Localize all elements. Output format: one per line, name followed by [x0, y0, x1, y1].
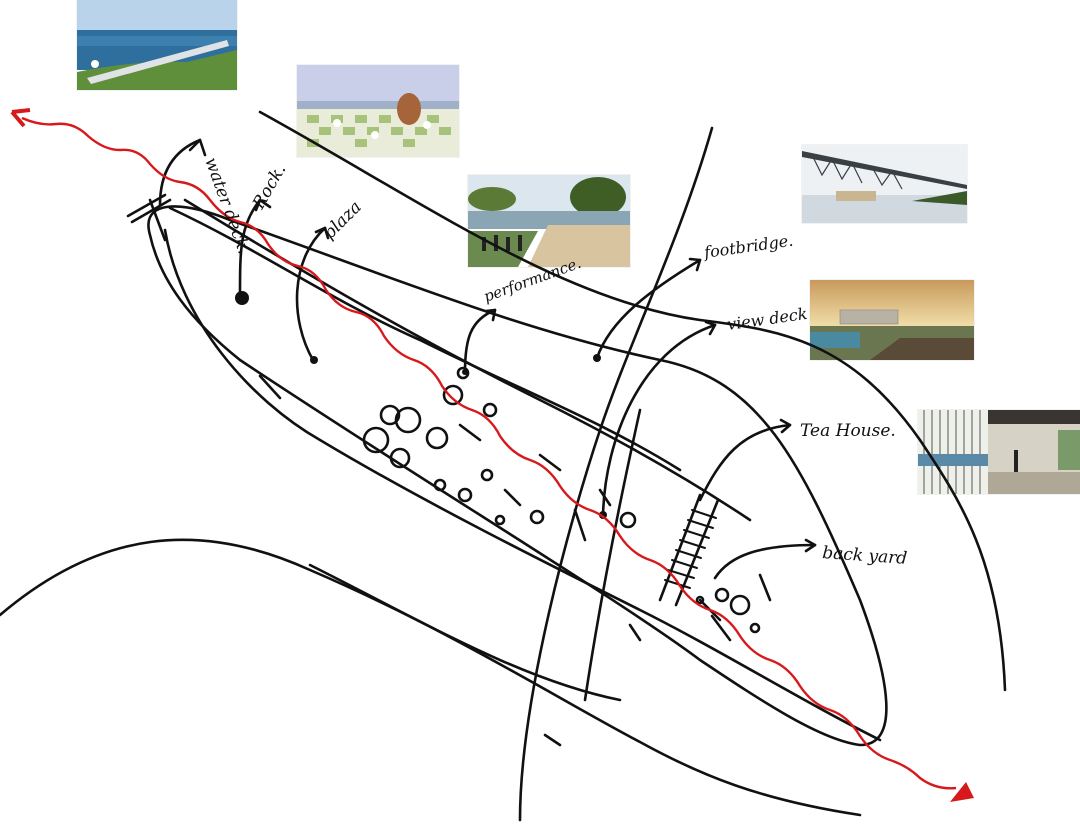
- route-arrow-end: [950, 782, 974, 802]
- river-bank-near: [0, 538, 862, 817]
- route-line: [21, 116, 957, 790]
- footbridge-line: [518, 126, 714, 822]
- tea-house-leader: [698, 423, 792, 502]
- label-footbridge: footbridge.: [702, 231, 794, 262]
- label-plaza: plaza: [319, 197, 365, 243]
- footbridge-leader: [595, 258, 702, 360]
- water-deck-photo: [77, 0, 237, 90]
- footbridge-line-2: [583, 408, 642, 702]
- label-tea-house: Tea House.: [800, 421, 896, 441]
- label-rock: Rock.: [249, 161, 291, 214]
- path-line-1: [168, 206, 682, 472]
- water-deck-leader: [158, 138, 202, 207]
- back-yard-leader: [713, 543, 817, 580]
- plaza-leader: [295, 226, 327, 362]
- footbridge-photo: [802, 145, 967, 223]
- label-water-deck: water deck.: [200, 155, 253, 257]
- curve-path: [308, 563, 622, 702]
- view-deck-photo: [810, 280, 974, 360]
- inner-bank: [163, 228, 882, 742]
- label-back-yard: back yard: [822, 543, 908, 569]
- route-arrow-start: [10, 108, 31, 128]
- river-bank-far: [258, 110, 1007, 692]
- plaza-photo: [297, 65, 459, 157]
- rock-leader: [238, 198, 262, 297]
- performance-leader: [463, 308, 497, 374]
- island-upper-edge: [147, 205, 888, 747]
- performance-photo: [468, 175, 630, 267]
- view-deck-leader: [601, 323, 717, 517]
- label-view-deck: view deck: [726, 304, 809, 334]
